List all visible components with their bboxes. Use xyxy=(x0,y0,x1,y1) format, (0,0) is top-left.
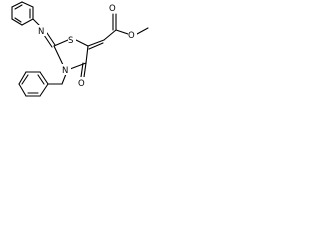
atom-n-ring: N xyxy=(62,66,68,76)
bonds xyxy=(11,1,149,97)
thiazolidinone-ring xyxy=(53,39,89,70)
atom-o-ring-carbonyl: O xyxy=(78,79,85,89)
atom-n-imine: N xyxy=(38,27,44,37)
bond-ring-carbonyl-2 xyxy=(80,62,84,78)
bond-n-ch2 xyxy=(61,73,67,85)
atom-o-ester-double: O xyxy=(109,4,116,14)
bond-exocyclic-1 xyxy=(87,39,105,47)
atom-labels: O O S N N O xyxy=(38,2,137,89)
bond-exocyclic-2 xyxy=(88,42,104,50)
molecule-structure: O O S N N O xyxy=(11,1,149,97)
bond-phenyl-n xyxy=(32,18,41,27)
phenyl-ring-top xyxy=(11,1,34,26)
bond-ester-o xyxy=(115,29,129,35)
bond-o-methyl xyxy=(136,27,149,35)
bond-imine-1 xyxy=(46,32,56,46)
phenyl-ring-bottom xyxy=(18,71,49,97)
bond-ch-ester xyxy=(103,29,117,41)
bond-ring-carbonyl-1 xyxy=(83,62,87,78)
atom-s-ring: S xyxy=(68,36,73,46)
bond-imine-2 xyxy=(43,34,53,48)
atom-o-ester-single: O xyxy=(128,31,135,41)
